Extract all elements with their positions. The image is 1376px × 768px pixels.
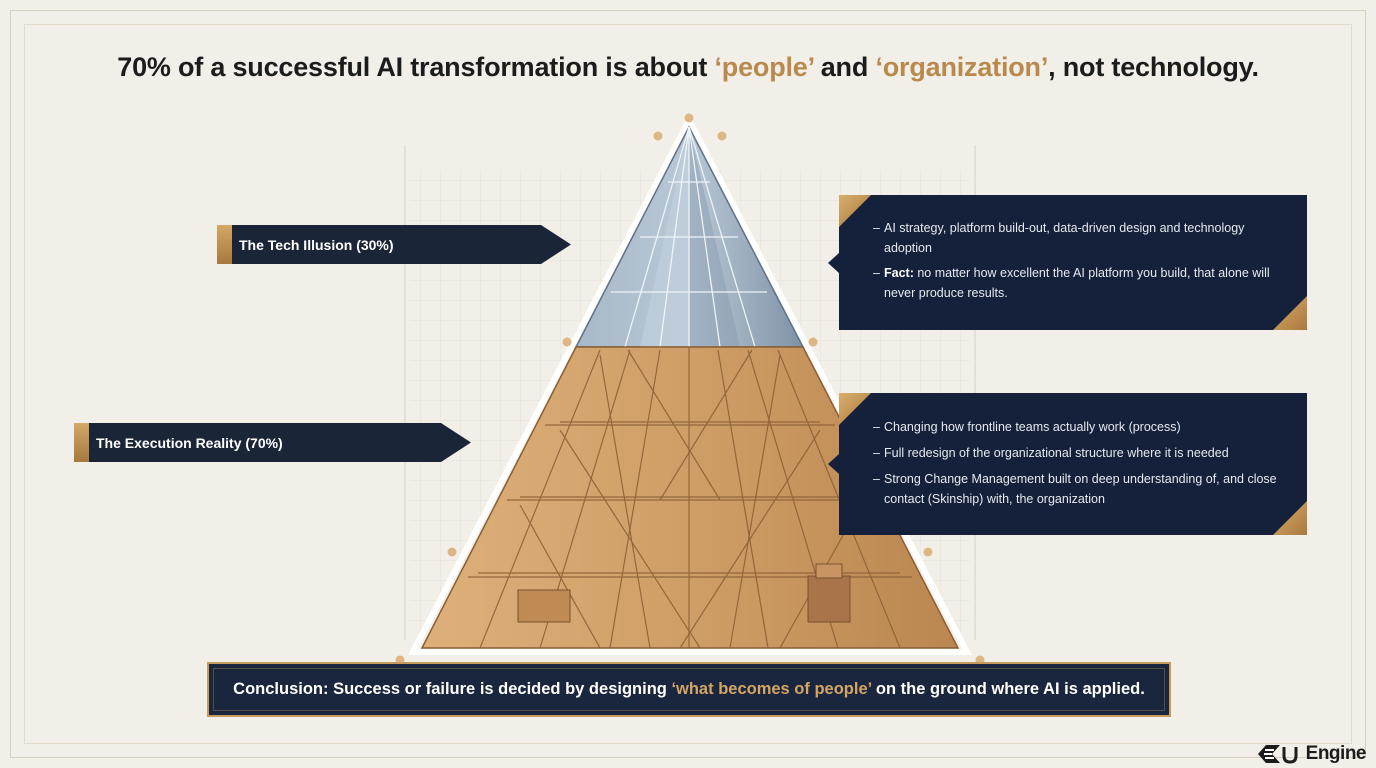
- list-item: Fact: no matter how excellent the AI pla…: [873, 264, 1277, 303]
- list-item: AI strategy, platform build-out, data-dr…: [873, 219, 1277, 258]
- title-highlight-people: ‘people’: [714, 52, 814, 82]
- conclusion-banner: Conclusion: Success or failure is decide…: [207, 662, 1171, 717]
- execution-reality-tag: The Execution Reality (70%): [74, 423, 471, 462]
- conclusion-highlight: ‘what becomes of people’: [671, 680, 872, 698]
- list-item: Full redesign of the organizational stru…: [873, 444, 1277, 464]
- block-left: [517, 589, 571, 623]
- inner-frame: [24, 24, 1352, 744]
- block-right: [807, 575, 851, 623]
- callout-pointer: [828, 252, 839, 273]
- outer-frame: [10, 10, 1366, 758]
- brand-logo: Engine: [1256, 743, 1367, 765]
- gold-corner-top-left: [839, 195, 871, 227]
- block-right-cap: [815, 563, 843, 579]
- gold-corner-bottom-right: [1273, 296, 1307, 330]
- title-highlight-organization: ‘organization’: [875, 52, 1049, 82]
- pyramid-outline: [408, 113, 972, 655]
- callout-pointer: [828, 454, 839, 474]
- execution-reality-callout: Changing how frontline teams actually wo…: [828, 393, 1307, 535]
- gold-corner-bottom-right: [1273, 501, 1307, 535]
- execution-layer-wood: [420, 346, 960, 649]
- list-item: Changing how frontline teams actually wo…: [873, 418, 1277, 438]
- page-title: 70% of a successful AI transformation is…: [117, 52, 1259, 82]
- tech-illusion-tag: The Tech Illusion (30%): [217, 225, 571, 264]
- execution-points-list: Changing how frontline teams actually wo…: [873, 418, 1277, 509]
- uengine-logo-icon: [1257, 745, 1298, 764]
- list-item: Strong Change Management built on deep u…: [873, 470, 1277, 509]
- tech-layer-glass: [574, 125, 805, 348]
- tech-illusion-callout: AI strategy, platform build-out, data-dr…: [828, 195, 1307, 330]
- tech-points-list: AI strategy, platform build-out, data-dr…: [873, 219, 1277, 303]
- gold-corner-top-left: [839, 393, 871, 425]
